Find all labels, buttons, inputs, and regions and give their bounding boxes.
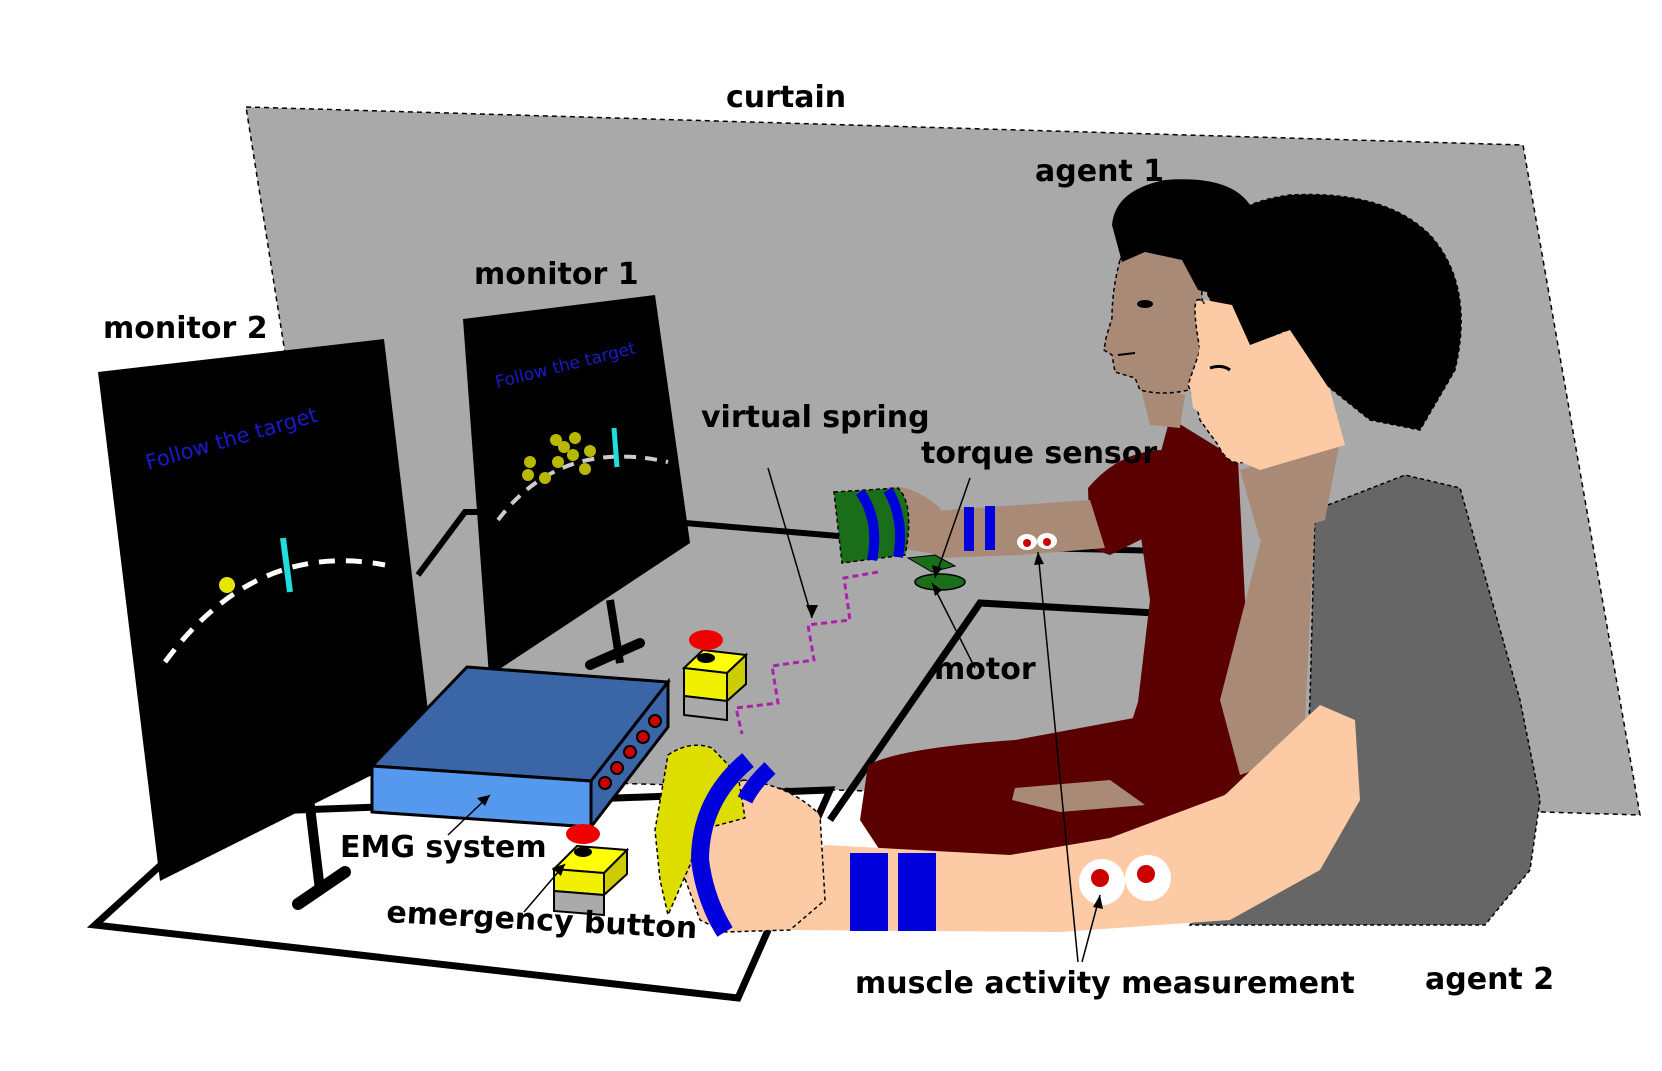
monitor-1-base bbox=[585, 638, 645, 670]
agent-2-eye bbox=[1209, 364, 1231, 372]
agent-1-neck bbox=[1140, 385, 1185, 428]
agent-1-forearm-rest bbox=[1012, 780, 1145, 812]
agent-1-upper-arm bbox=[1088, 450, 1180, 555]
label-monitor-1: monitor 1 bbox=[474, 257, 639, 292]
agent-1-mouth bbox=[1117, 352, 1136, 356]
label-emg-system: EMG system bbox=[340, 830, 547, 865]
label-agent-1: agent 1 bbox=[1035, 154, 1164, 189]
emergency-button-2 bbox=[551, 824, 630, 917]
monitor-1-screen bbox=[463, 295, 690, 676]
agent-2-band-1 bbox=[850, 853, 888, 931]
monitor-1-cursor-trail bbox=[522, 432, 596, 484]
agent-2-face-front bbox=[1190, 300, 1345, 470]
agent-1-band-1 bbox=[964, 507, 974, 551]
label-motor: motor bbox=[934, 652, 1036, 687]
cable-2 bbox=[684, 520, 851, 540]
label-virtual-spring: virtual spring bbox=[701, 400, 930, 435]
pointers bbox=[447, 467, 1103, 963]
emergency-button-1 bbox=[681, 630, 749, 722]
monitor-1-path bbox=[496, 454, 669, 522]
label-muscle-activity: muscle activity measurement bbox=[855, 966, 1355, 1001]
agent-2 bbox=[679, 193, 1541, 933]
virtual-spring bbox=[734, 570, 879, 735]
motor bbox=[906, 554, 966, 591]
monitor-2-stand bbox=[303, 789, 325, 891]
agent-1-eye bbox=[1137, 300, 1153, 308]
label-curtain: curtain bbox=[726, 80, 846, 115]
table-far-edge bbox=[827, 599, 1191, 822]
agent-2-hair bbox=[1194, 193, 1462, 431]
label-torque-sensor: torque sensor bbox=[921, 436, 1157, 471]
agent-1-band-2 bbox=[985, 506, 995, 550]
monitor-1-target bbox=[611, 427, 620, 468]
agent-1 bbox=[860, 179, 1278, 858]
emg-knobs bbox=[598, 714, 662, 790]
monitor-2-cursor bbox=[219, 577, 235, 593]
monitor-2-base bbox=[292, 866, 351, 910]
emg-system bbox=[368, 665, 671, 832]
label-monitor-2: monitor 2 bbox=[103, 311, 268, 346]
monitor-2-path bbox=[162, 558, 386, 664]
agent-2-shoulder bbox=[1220, 515, 1315, 775]
monitor-2: Follow the target bbox=[98, 339, 432, 910]
monitor-2-target bbox=[280, 537, 293, 593]
agent-2-handle bbox=[654, 744, 776, 937]
label-agent-2: agent 2 bbox=[1425, 962, 1554, 997]
agent-2-band-2 bbox=[898, 853, 936, 931]
monitor-2-screen bbox=[98, 339, 432, 881]
agent-1-handle bbox=[833, 487, 910, 564]
monitor-1: Follow the target bbox=[463, 295, 690, 676]
